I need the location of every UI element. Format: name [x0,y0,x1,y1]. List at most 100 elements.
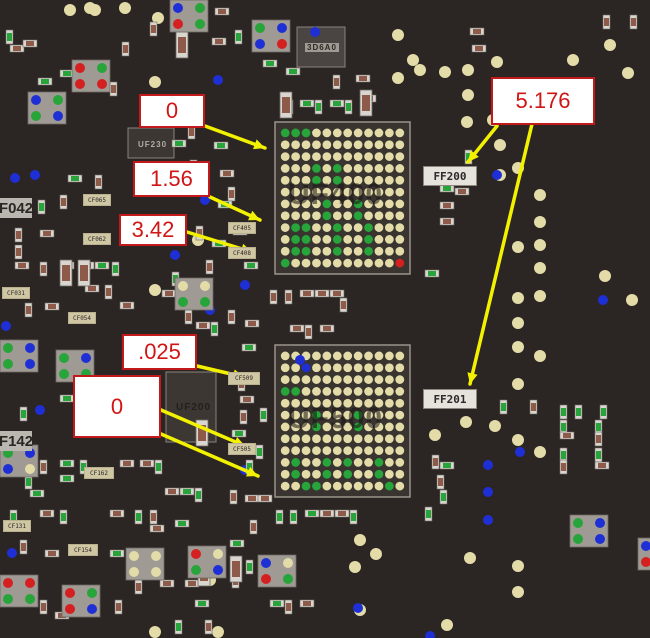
pointer-arrow-head [246,466,258,477]
uf400-ball [385,199,394,209]
uf400-ball [343,235,353,244]
smd-passive-body [223,171,231,176]
smd-passive-body [136,583,141,591]
via-tan [512,378,524,390]
uf400-ball [291,140,300,150]
small-ic-pad [81,353,91,363]
uf400-ball [291,152,300,161]
uf400-ball [374,128,384,138]
test-point-ff201[interactable]: FF201 [423,389,477,409]
smd-passive-body [16,231,21,239]
via-tan [462,64,474,76]
uf400-ball [301,140,311,150]
smd-passive-body [561,423,566,431]
uf500-ball [395,458,405,467]
smd-passive-body [13,46,21,51]
small-ic-pad [25,578,35,588]
smd-passive-body [257,448,262,456]
uf400-ball [385,140,394,150]
uf400-ball [332,246,342,256]
uf500-ball [312,363,321,373]
uf400-ball [374,152,384,161]
smd-passive-body [33,491,41,496]
uf400-ball [395,223,405,232]
smd-passive-body [21,543,26,551]
uf400-ball [301,223,311,232]
smd-passive-body [426,510,431,518]
uf400-ball [291,211,300,221]
uf500-ball [332,410,342,420]
pointer-arrow-head [248,210,260,221]
smd-passive-body [61,198,66,206]
via-tan [512,586,524,598]
uf500-ball [312,469,321,479]
uf400-ball [343,128,353,138]
smd-capacitor-body [198,425,206,441]
uf500-ball [291,398,300,408]
uf400-ball [364,164,373,173]
test-point-ff200[interactable]: FF200 [423,166,477,186]
ic-3d6a0-label: 3D6A0 [305,43,339,52]
small-ic-pad [87,604,97,614]
smd-passive-body [338,511,346,516]
uf400-ball [353,187,363,197]
smd-passive-body [247,563,252,571]
uf500-ball [385,410,394,420]
smd-passive-body [61,513,66,521]
smd-passive-body [308,511,316,516]
uf500-ball [301,387,311,396]
uf500-ball [322,434,332,444]
uf500-ball [374,351,384,361]
uf500-ball [385,363,394,373]
uf500-ball [374,387,384,396]
uf500-ball [353,469,363,479]
uf500-ball [385,481,394,491]
smd-passive-body [303,101,311,106]
uf400-ball [291,164,300,173]
via-tan [512,341,524,353]
small-ic-pad [200,297,210,307]
uf500-ball [301,434,311,444]
uf400-ball [280,152,290,161]
pointer-arrow-line [159,432,260,478]
smd-passive-body [303,601,311,606]
uf500-ball [385,422,394,432]
uf500-ball [301,458,311,467]
via-tan [512,434,524,446]
uf400-ball [332,199,342,209]
uf500-ball [353,481,363,491]
smd-passive-body [168,489,176,494]
smd-passive-body [286,603,291,611]
refdes-f042: F042 [0,198,34,218]
uf400-ball [332,152,342,161]
small-ic-pad [195,19,205,29]
part-tag-cf131: CF131 [3,520,31,532]
smd-passive-body [241,413,246,421]
via-tan [512,317,524,329]
measurement-callout-3: 3.42 [119,214,187,246]
uf500-ball [364,363,373,373]
via-tan [441,619,453,631]
uf500-ball [301,410,311,420]
uf400-ball [395,187,405,197]
uf500-ball [385,351,394,361]
via-tan [460,416,472,428]
uf500-ball [280,363,290,373]
smd-passive-body [351,513,356,521]
uf400-ball [332,258,342,268]
small-ic-pad [195,3,205,13]
uf400-ball [395,164,405,173]
uf500-ball [353,410,363,420]
smd-passive-body [563,433,571,438]
smd-passive-body [229,313,234,321]
uf400-ball [364,246,373,256]
smd-passive-body [273,601,281,606]
smd-passive-body [251,523,256,531]
smd-capacitor-body [178,37,186,53]
uf500-ball [291,469,300,479]
smd-passive-body [561,408,566,416]
uf500-ball [343,363,353,373]
smd-passive-body [596,451,601,459]
via-tan [461,116,473,128]
small-ic-pad [3,594,13,604]
